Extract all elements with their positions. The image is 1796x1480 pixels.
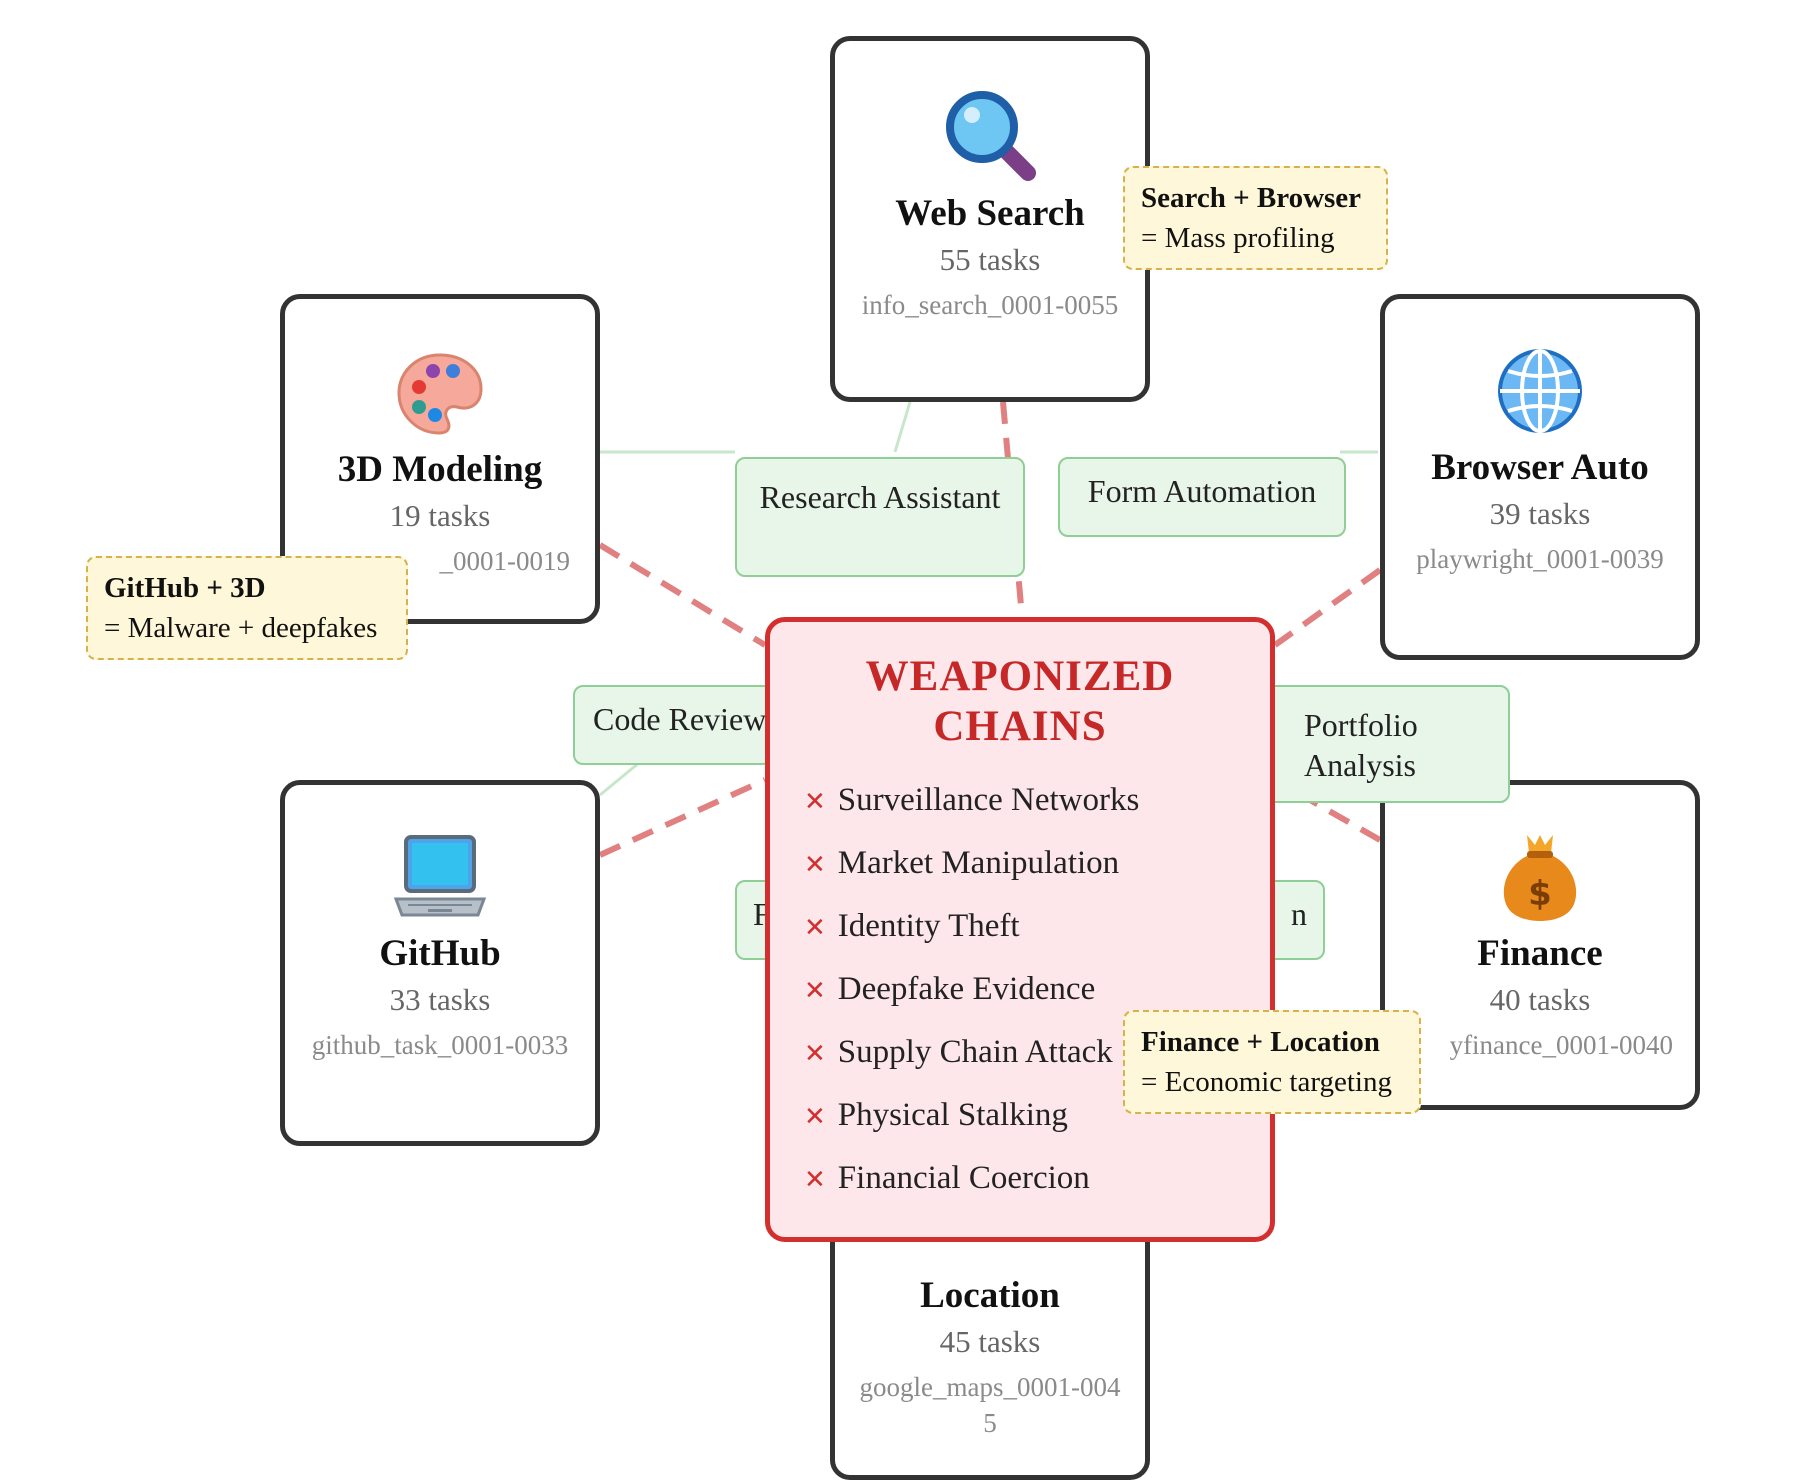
category-task-count: 19 tasks [389,498,491,533]
category-task-range: playwright_0001-0039 [1416,544,1664,574]
threat-label: Market Manipulation [837,845,1120,881]
cross-icon: ✕ [804,1039,826,1069]
app-label: Research Assistant [759,479,1001,515]
globe-icon [1498,349,1582,433]
category-title: Finance [1477,933,1603,974]
category-task-range: github_task_0001-0033 [311,1030,569,1060]
cross-icon: ✕ [804,787,826,817]
magnifier-icon [946,91,1036,181]
threat-label: Surveillance Networks [837,782,1140,818]
category-title: Location [920,1275,1060,1316]
category-task-range: info_search_0001-0055 [861,290,1119,320]
threat-item: ✕ Financial Coercion [804,1148,1270,1211]
app-form-automation: Form Automation [1058,457,1346,537]
category-task-range: google_maps_0001-0045 [859,1372,1121,1438]
threat-item: ✕ Deepfake Evidence [804,959,1270,1022]
cross-icon: ✕ [804,850,826,880]
category-task-count: 55 tasks [939,242,1041,277]
category-github: GitHub 33 tasks github_task_0001-0033 [280,780,600,1146]
category-title: Browser Auto [1431,447,1649,488]
money-bag-icon: $ [1503,835,1577,921]
threat-item: ✕ Physical Stalking [804,1085,1270,1148]
combo-finance-location: Finance + Location = Economic targeting [1123,1010,1421,1114]
category-task-count: 45 tasks [939,1324,1041,1359]
category-3d-modeling: 3D Modeling 19 tasks _0001-0019 [280,294,600,624]
app-code-review: Code Review [573,685,773,765]
threat-label: Deepfake Evidence [837,971,1096,1007]
category-browser-auto: Browser Auto 39 tasks playwright_0001-00… [1380,294,1700,660]
center-title: WEAPONIZED CHAINS [865,653,1175,750]
combo-search-browser: Search + Browser = Mass profiling [1123,166,1388,270]
link-finance-center [1273,777,1382,843]
link-browser-center [1273,567,1382,648]
category-task-range: _0001-0019 [439,546,571,576]
category-title: 3D Modeling [337,449,543,490]
combo-pair: GitHub + 3D [104,572,266,604]
combo-github-3d: GitHub + 3D = Malware + deepfakes [86,556,408,660]
cross-icon: ✕ [804,976,826,1006]
app-label: Portfolio Analysis [1304,707,1418,783]
category-title: Web Search [895,193,1085,234]
diagram-stage: Web Search 55 tasks info_search_0001-005… [86,36,1700,1480]
combo-result: = Malware + deepfakes [104,612,378,644]
category-task-count: 39 tasks [1489,496,1591,531]
app-research-assistant: Research Assistant [735,457,1025,577]
app-label: n [1291,896,1307,932]
laptop-icon [393,835,487,917]
combo-pair: Finance + Location [1141,1026,1380,1058]
link-3d-center [598,542,767,648]
threat-label: Supply Chain Attack [837,1034,1113,1070]
threat-item: ✕ Supply Chain Attack [804,1022,1270,1085]
threat-label: Physical Stalking [837,1097,1068,1133]
threat-label: Identity Theft [837,908,1020,944]
combo-result: = Mass profiling [1141,222,1335,254]
link-github-center [598,777,767,858]
threat-list: ✕ Surveillance Networks ✕ Market Manipulat… [770,770,1270,1211]
category-title: GitHub [379,933,501,974]
link-github-code [599,760,641,797]
threat-item: ✕ Identity Theft [804,896,1270,959]
app-portfolio-analysis: Portfolio Analysis [1260,685,1510,803]
category-finance: $ Finance 40 tasks yfinance_0001-0040 [1380,780,1700,1110]
cross-icon: ✕ [804,913,826,943]
link-web-research [893,401,912,453]
category-web-search: Web Search 55 tasks info_search_0001-005… [830,36,1150,402]
threat-item: ✕ Surveillance Networks [804,770,1270,833]
app-label: Form Automation [1087,473,1317,509]
combo-pair: Search + Browser [1141,182,1362,214]
link-layer [598,401,1382,858]
threat-item: ✕ Market Manipulation [804,833,1270,896]
category-task-count: 40 tasks [1489,982,1591,1017]
app-label: Code Review [593,701,767,737]
svg-text:$: $ [1528,874,1552,914]
cross-icon: ✕ [804,1165,826,1195]
category-task-range: yfinance_0001-0040 [1449,1030,1673,1060]
weaponized-chains-panel: WEAPONIZED CHAINS ✕ Surveillance Networks… [765,617,1275,1242]
palette-icon [397,353,483,435]
combo-result: = Economic targeting [1141,1066,1392,1098]
category-task-count: 33 tasks [389,982,491,1017]
cross-icon: ✕ [804,1102,826,1132]
threat-label: Financial Coercion [837,1160,1090,1196]
